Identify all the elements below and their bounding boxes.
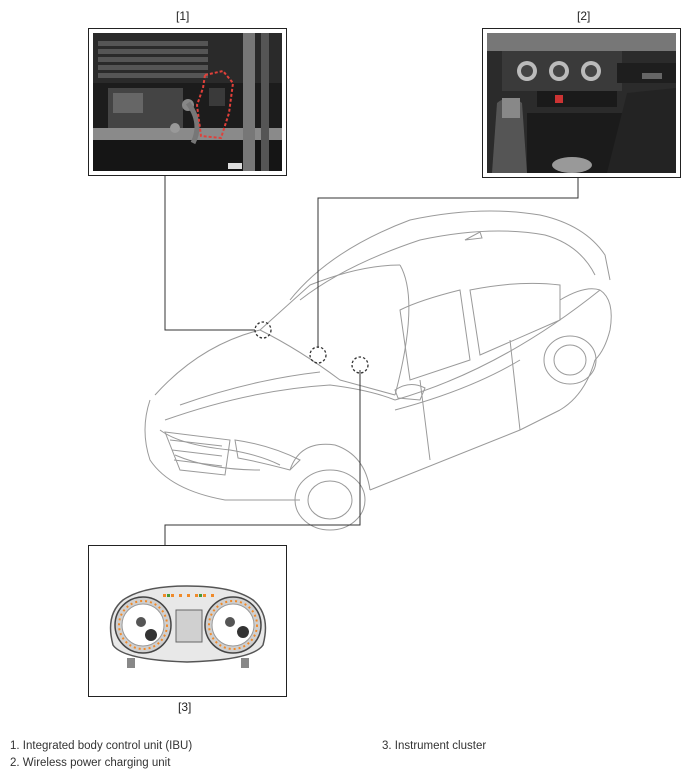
callout-number-3: [3] xyxy=(178,700,192,714)
photo-instrument-cluster xyxy=(88,545,287,697)
car-outline xyxy=(144,210,612,531)
ibu-highlight-outline xyxy=(195,69,235,140)
callout-number-2: [2] xyxy=(577,9,591,23)
charger-photo-illustration xyxy=(487,33,676,173)
legend-item-3: 3. Instrument cluster xyxy=(382,740,487,752)
location-marker-2 xyxy=(309,346,327,364)
leader-line-2 xyxy=(317,178,579,348)
photo-ibu xyxy=(88,28,287,176)
legend-item-1: 1. Integrated body control unit (IBU) xyxy=(10,740,193,752)
callout-number-1: [1] xyxy=(176,9,190,23)
charger-highlight-marker xyxy=(555,95,563,103)
cluster-illustration xyxy=(93,550,282,692)
location-marker-1 xyxy=(254,321,272,339)
location-marker-3 xyxy=(351,356,369,374)
ibu-photo-illustration xyxy=(93,33,282,171)
leader-lines xyxy=(164,176,579,545)
leader-line-1 xyxy=(164,176,255,331)
photo-wireless-charger xyxy=(482,28,681,178)
legend-item-2: 2. Wireless power charging unit xyxy=(10,757,171,769)
leader-line-3 xyxy=(164,370,361,545)
